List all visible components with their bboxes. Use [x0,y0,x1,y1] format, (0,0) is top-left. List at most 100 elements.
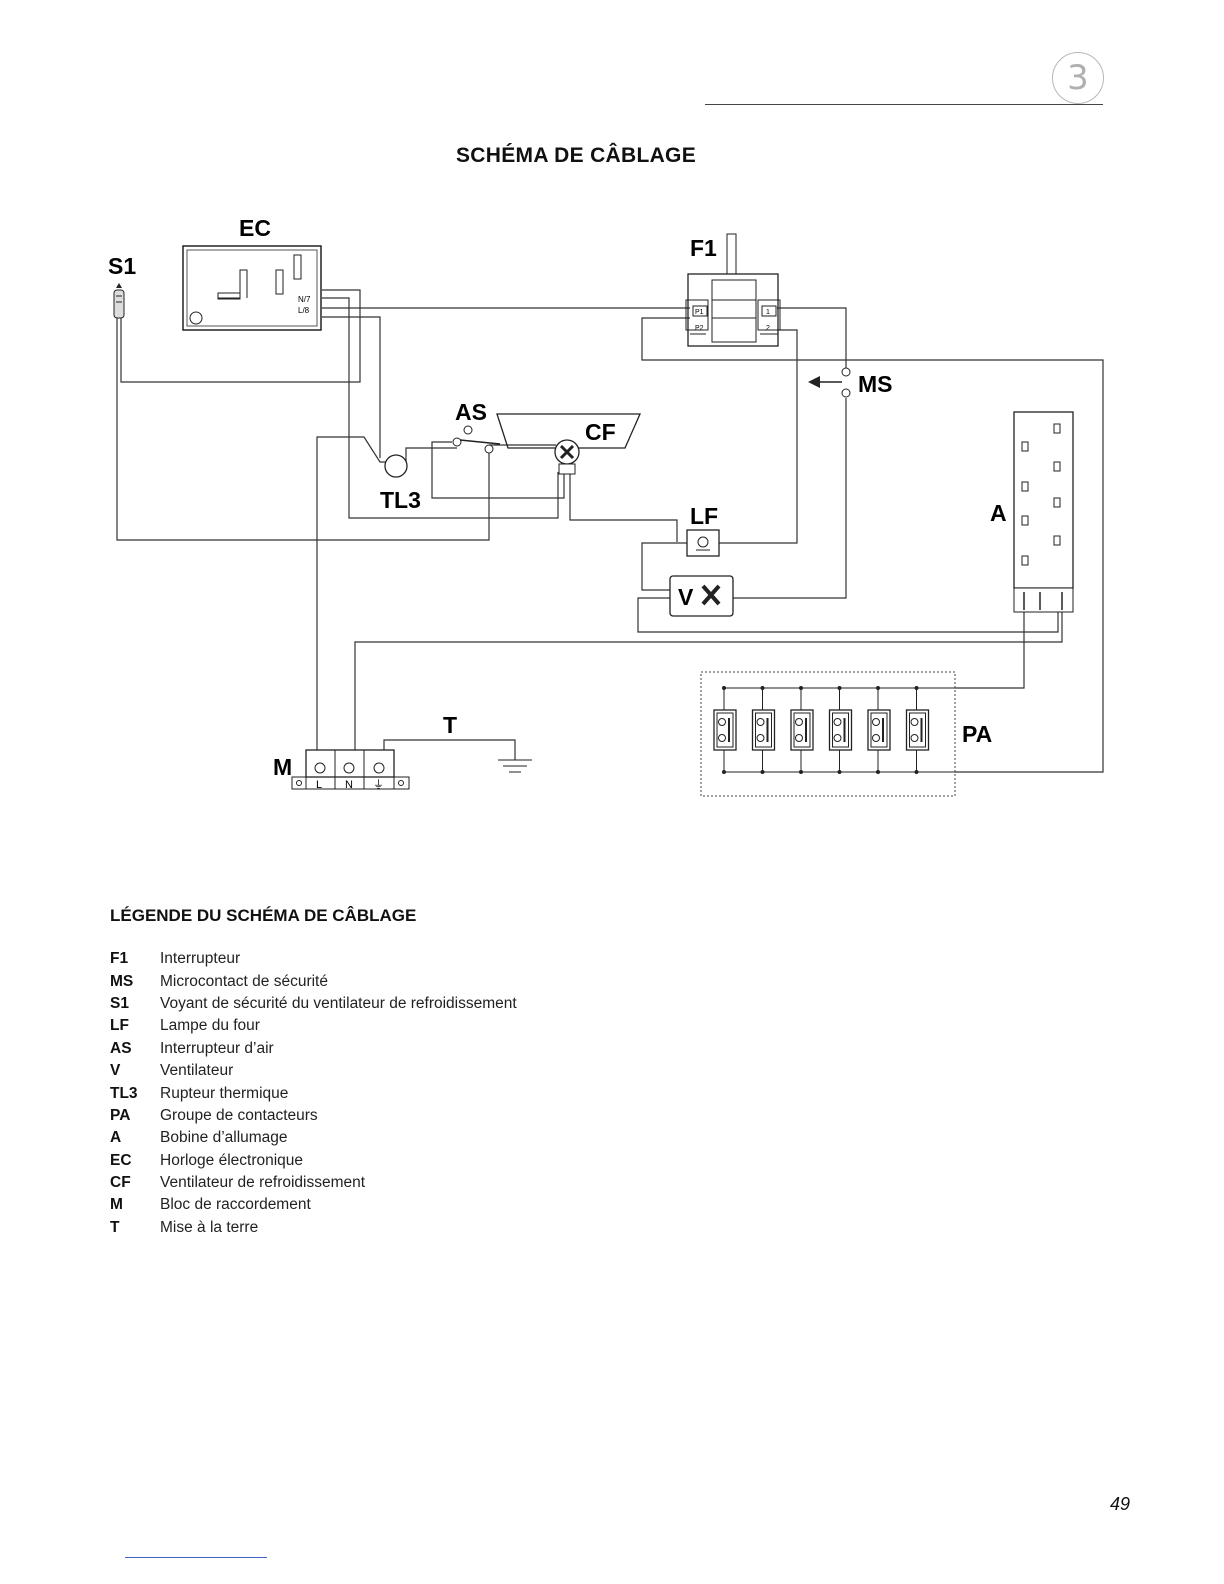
legend-description: Groupe de contacteurs [160,1106,318,1124]
label-tl3: TL3 [380,487,421,513]
wire-f1-ms [777,307,847,368]
wire-cf-lf [569,472,678,542]
legend-description: Rupteur thermique [160,1084,289,1102]
wire-ec-tl3 [322,316,381,458]
footer-rule [125,1557,267,1558]
label-ms: MS [858,371,893,397]
legend-code: CF [110,1174,131,1192]
legend-code: EC [110,1151,132,1169]
pa-contact [713,686,737,774]
legend-code: TL3 [110,1084,138,1102]
legend-code: F1 [110,950,129,968]
chapter-number: 3 [1067,58,1089,98]
pa-contact [790,686,814,774]
m-terminal-n: N [345,779,353,791]
m-terminal-block: L N ⏚ [291,749,410,791]
as-air-switch [452,413,641,454]
label-cf: CF [585,419,616,445]
header-rule [705,104,1103,105]
chapter-number-badge: 3 [1052,52,1104,104]
f1-terminal-p2: P2 [695,325,704,332]
wire-s1-ec [120,289,361,383]
legend-code: MS [110,972,134,990]
pa-contact [867,686,891,774]
wire-as-loop [431,441,565,499]
earth-symbol [498,759,532,773]
legend-code: LF [110,1017,129,1035]
ec-terminal-n: N/7 [298,295,311,304]
f1-terminal-1: 1 [766,309,770,316]
s1-safety-lamp [113,283,125,319]
lf-oven-lamp [686,529,720,557]
legend-row: EC Horloge électronique [110,1150,517,1172]
page-number: 49 [1109,1494,1130,1514]
page-title: SCHÉMA DE CÂBLAGE [456,144,696,167]
label-pa: PA [962,721,992,747]
legend-code: V [110,1062,121,1080]
legend-description: Microcontact de sécurité [160,972,328,990]
m-terminal-earth: ⏚ [373,778,384,791]
pa-contact [828,686,853,774]
legend-description: Lampe du four [160,1017,260,1035]
legend-description: Mise à la terre [160,1218,259,1236]
wire-s1-as [116,318,490,541]
label-f1: F1 [690,235,717,261]
legend-description: Ventilateur [160,1062,234,1080]
label-lf: LF [690,503,718,529]
wire-f1-loop [641,317,1104,773]
legend-code: T [110,1218,120,1236]
legend-description: Interrupteur d’air [160,1039,274,1057]
a-ignition-coil [1013,411,1074,613]
f1-terminal-p1: P1 [695,309,704,316]
wire-tl3-as [405,447,457,462]
ec-clock: N/7 L/8 [182,245,322,331]
cf-cooling-fan [554,439,580,475]
legend-row: F1 Interrupteur [110,948,517,970]
wire-live [316,436,386,765]
label-as: AS [455,399,487,425]
legend-description: Ventilateur de refroidissement [160,1174,366,1192]
legend-row: AS Interrupteur d’air [110,1038,517,1060]
legend-code: A [110,1129,122,1147]
legend-description: Interrupteur [160,950,241,968]
f1-terminal-2: 2 [766,325,770,332]
wiring-diagram: N/7 L/8 EC S1 P1 P2 1 2 F1 MS [108,215,1104,797]
legend-description: Horloge électronique [160,1151,304,1169]
wire-f1-lf [719,329,798,544]
wire-lf-v [641,542,687,591]
pa-contact [905,686,930,774]
legend-code: PA [110,1106,131,1124]
label-ec: EC [239,215,271,241]
legend-description: Bloc de raccordement [160,1196,311,1214]
wire-v-return [637,597,1059,633]
wire-ms-v [733,398,847,599]
pa-contactor-group [700,671,956,797]
label-v: V [678,584,694,610]
label-m: M [273,754,292,780]
pa-contact [751,686,776,774]
legend-row: M Bloc de raccordement [110,1194,517,1216]
legend-row: TL3 Rupteur thermique [110,1082,517,1104]
f1-switch: P1 P2 1 2 [685,233,781,347]
wire-a-pa [955,612,1025,689]
legend-description: Bobine d’allumage [160,1129,288,1147]
legend-row: A Bobine d’allumage [110,1127,517,1149]
ec-terminal-l: L/8 [298,306,310,315]
label-a: A [990,500,1007,526]
legend-description: Voyant de sécurité du ventilateur de ref… [160,994,517,1012]
legend-code: M [110,1196,123,1214]
wire-earth [383,739,516,765]
legend-row: PA Groupe de contacteurs [110,1105,517,1127]
wire-neutral [354,612,1063,765]
legend-row: MS Microcontact de sécurité [110,970,517,992]
legend-row: CF Ventilateur de refroidissement [110,1172,517,1194]
tl3-thermal-cutout [384,454,408,478]
legend-row: T Mise à la terre [110,1217,517,1239]
legend-row: LF Lampe du four [110,1015,517,1037]
label-t: T [443,712,457,738]
wire-ec-lf [322,297,559,519]
legend-code: AS [110,1039,132,1057]
legend-row: V Ventilateur [110,1060,517,1082]
